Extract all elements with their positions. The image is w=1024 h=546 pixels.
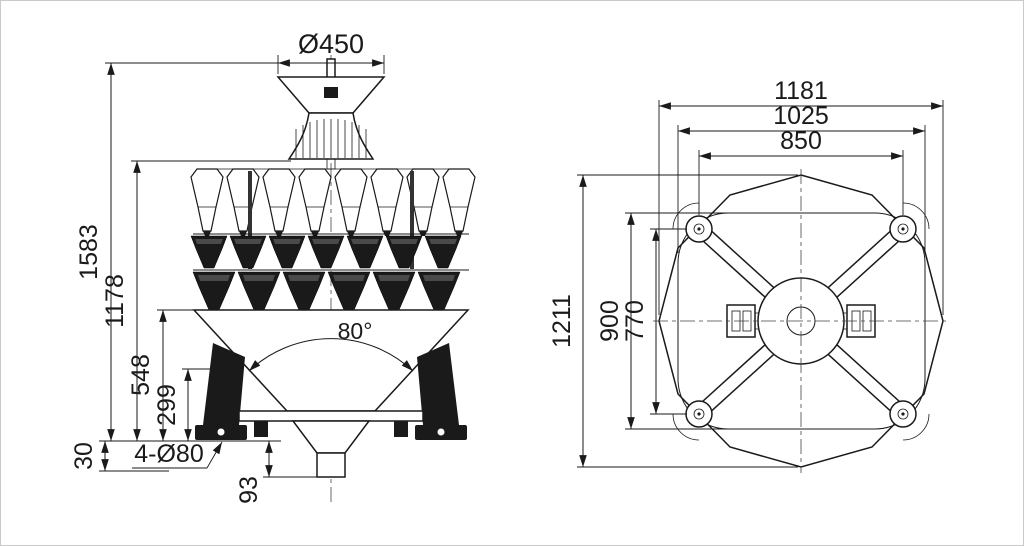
dim-label-frame-width: 1025: [773, 102, 829, 130]
foot-hole-right: [437, 428, 445, 436]
dim-total-height: 1583: [75, 63, 115, 441]
dim-label-leg-height: 299: [153, 384, 181, 426]
base-and-outlet: [238, 410, 424, 478]
dim-label-outlet-height: 93: [235, 476, 263, 504]
front-dimensions: Ø450 1583 1178 548: [70, 29, 385, 504]
dim-label-base-thickness: 30: [70, 442, 98, 470]
dim-label-hole-span-height: 770: [621, 300, 649, 342]
dim-label-total-height: 1583: [75, 224, 103, 280]
feeder-ring: [190, 168, 476, 269]
cone-angle-arc: [248, 338, 414, 372]
corner-hole: [889, 215, 917, 243]
dim-frame-width: 1025: [677, 102, 926, 253]
dim-label-outer-height: 1211: [548, 294, 576, 348]
outlet-cone: [291, 420, 371, 454]
dim-frame-height: 900: [596, 212, 741, 430]
front-view: 80° Ø450: [70, 29, 476, 504]
foot-hole-left: [217, 428, 225, 436]
support-post-right: [410, 171, 414, 269]
dim-label-top-diameter: Ø450: [298, 29, 364, 59]
corner-holes: [672, 202, 930, 441]
dim-outer-height: 1211: [548, 174, 798, 468]
dim-label-cone-height: 548: [127, 354, 155, 396]
corner-hole: [685, 400, 713, 428]
support-legs: [195, 343, 467, 440]
dim-base-thickness: 30: [70, 441, 169, 472]
dim-outlet-height: 93: [235, 441, 318, 504]
dim-cone-height: 548: [127, 309, 197, 441]
dim-label-outer-width: 1181: [774, 77, 828, 105]
dim-leg-height: 299: [153, 368, 215, 441]
center-clamp: [324, 87, 338, 98]
outlet-tube: [316, 452, 346, 478]
dim-label-hole-span-width: 850: [780, 127, 822, 155]
infeed-funnel: [276, 58, 386, 170]
weigh-hoppers: [192, 269, 469, 311]
dim-label-cone-angle: 80°: [338, 318, 373, 344]
leg-left: [203, 343, 245, 425]
dim-hole-span-width: 850: [698, 127, 904, 215]
support-post-left: [248, 171, 252, 269]
top-view: 1181 1025 850 1211: [548, 77, 949, 473]
pool-hoppers: [190, 233, 469, 269]
dim-foot-holes: 4-Ø80: [132, 440, 223, 469]
corner-hole: [685, 215, 713, 243]
dim-hole-span-height: 770: [621, 228, 687, 415]
dispersion-cone: [287, 112, 375, 160]
dim-label-body-height: 1178: [101, 274, 129, 328]
top-dimensions: 1181 1025 850 1211: [548, 77, 944, 468]
dispersion-ribs: [295, 119, 367, 158]
leg-right: [417, 343, 459, 425]
corner-hole: [889, 400, 917, 428]
base-flange: [238, 410, 424, 422]
dim-label-foot-holes: 4-Ø80: [134, 440, 203, 468]
dim-top-diameter: Ø450: [105, 29, 385, 74]
dim-label-frame-height: 900: [596, 300, 624, 342]
dim-body-height: 1178: [101, 160, 291, 441]
